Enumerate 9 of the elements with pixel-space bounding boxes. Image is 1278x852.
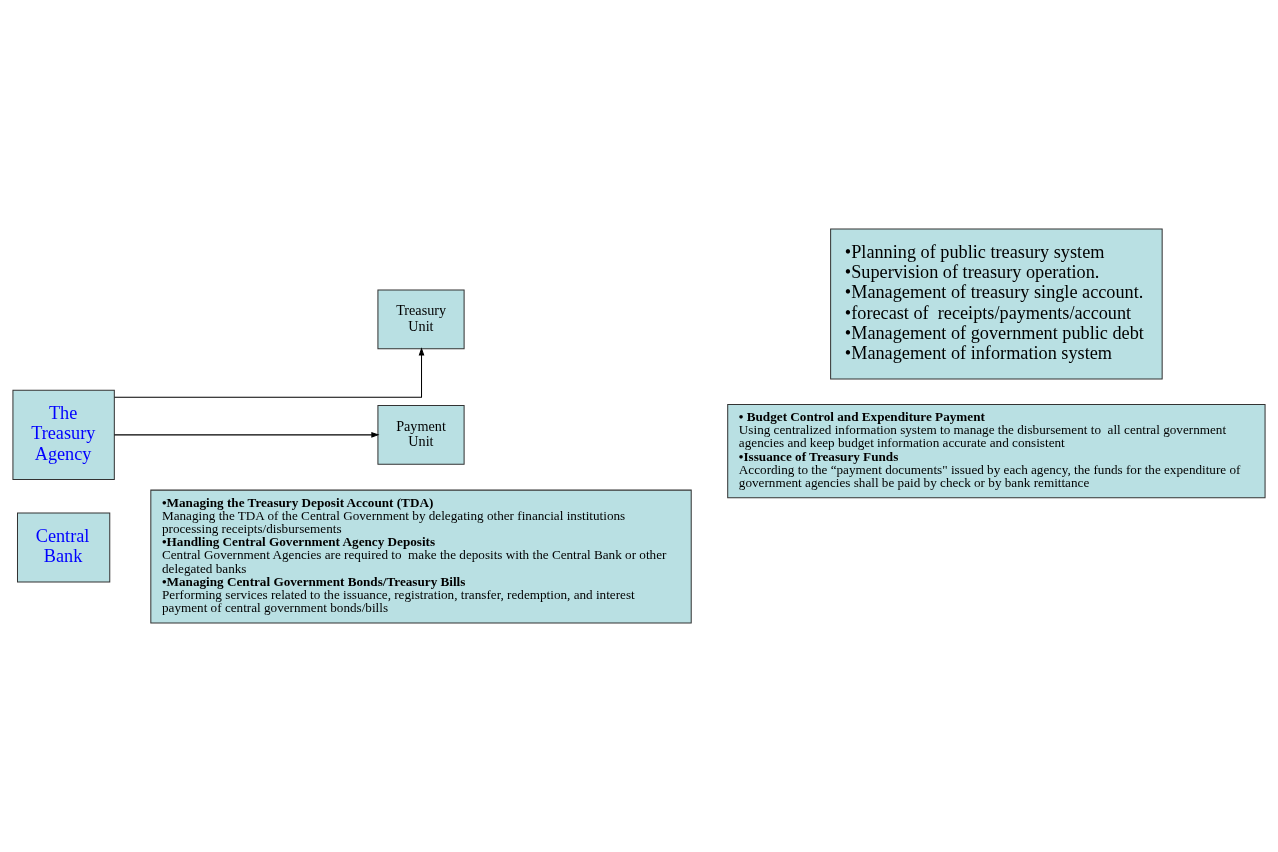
node-box: Payment Unit	[377, 404, 465, 465]
node-box: •Managing the Treasury Deposit Account (TDA) Managing the TDA of the Central Government by delegating other financial institutions processing receipts/disbursements •Handling Central Government Agency Deposits Central Government Agencies are required to make the deposits with the Central Bank or other delegated banks •Managing Central Government Bonds/Treasury Bills Performing services related to the issuance, registration, transfer, redemption, and interest payment of central government bonds/bills	[150, 489, 692, 624]
arrow	[113, 432, 380, 438]
node-box: The Treasury Agency	[12, 389, 115, 480]
arrow	[114, 347, 425, 398]
node-box: •Planning of public treasury system •Supervision of treasury operation. •Management of treasury single account. •forecast of receipts/payments/account •Management of government public debt •Management of information system	[830, 228, 1163, 380]
node-box: Central Bank	[17, 512, 111, 583]
node-box: • Budget Control and Expenditure Payment Using centralized information system to manage the disbursement to all central government agencies and keep budget information accurate and consistent •Issuance of Treasury Funds According to the “payment documents" issued by each agency, the funds for the expenditure of government agencies shall be paid by check or by bank remittance	[727, 403, 1266, 499]
node-box: Treasury Unit	[377, 289, 465, 350]
